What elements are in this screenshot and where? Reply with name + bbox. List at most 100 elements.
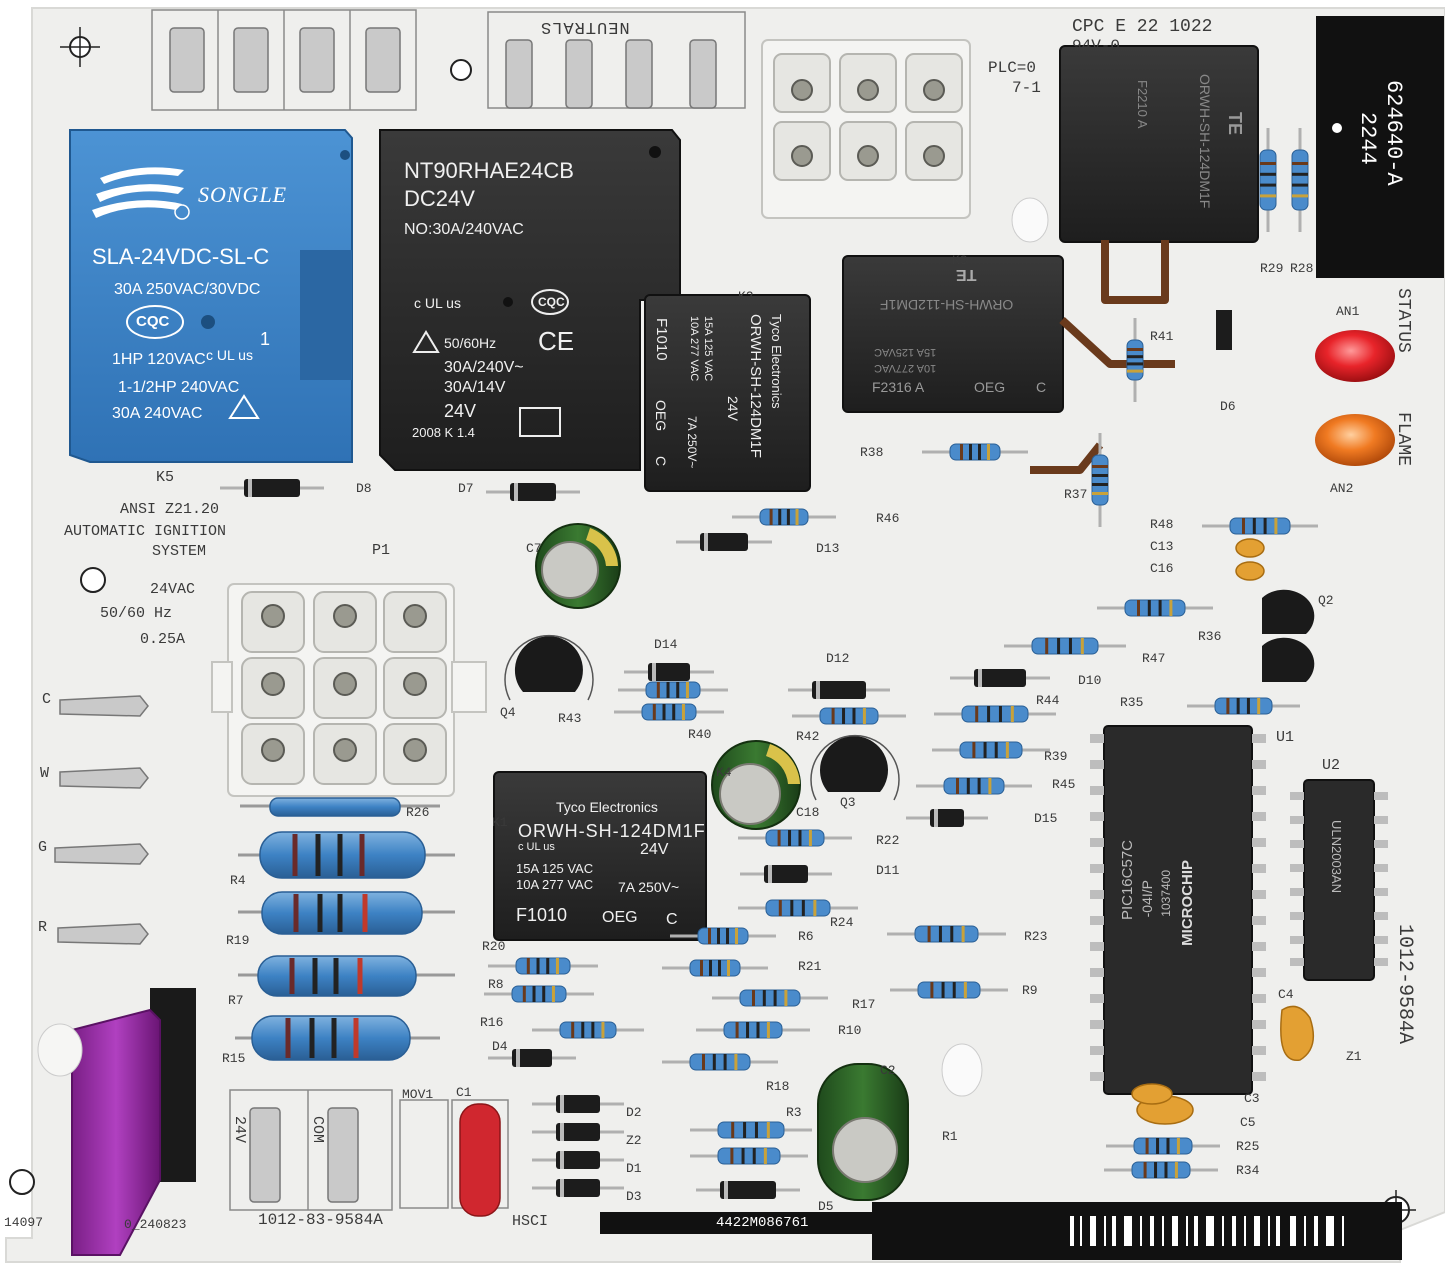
- u1-t4: MICROCHIP: [1179, 860, 1196, 946]
- designator-c7: C7: [526, 541, 542, 556]
- terminal-g-label: G: [38, 839, 48, 856]
- part-date-label: 2244: [1355, 112, 1380, 165]
- designator-r46: R46: [876, 511, 900, 526]
- designator-r8: R8: [488, 977, 504, 992]
- k2-r3: 7A 250V~: [685, 416, 699, 469]
- frequency-label: 50/60 Hz: [100, 605, 173, 622]
- voltage-label: 24VAC: [150, 581, 196, 598]
- designator-c16: C16: [1150, 561, 1174, 576]
- k3-oeg: OEG: [974, 379, 1006, 395]
- k5-rating1: 30A 250VAC/30VDC: [114, 281, 261, 298]
- designator-d2: D2: [626, 1105, 642, 1120]
- designator-d3: D3: [626, 1189, 642, 1204]
- k1-coil: 24V: [640, 841, 669, 858]
- designator-r43: R43: [558, 711, 582, 726]
- k2-r1: 15A 125 VAC: [702, 316, 714, 382]
- designator-r48: R48: [1150, 517, 1174, 532]
- part-number-label: 624640-A: [1381, 80, 1406, 186]
- designator-c2: C2: [880, 1063, 896, 1078]
- designator-r20: R20: [482, 939, 506, 954]
- bottom-left-code: 14097: [4, 1215, 44, 1230]
- nt90-r1: 30A/240V~: [444, 359, 524, 376]
- designator-r35: R35: [1120, 695, 1144, 710]
- designator-k4: K4: [716, 765, 732, 780]
- designator-d8: D8: [356, 481, 372, 496]
- designator-c4: C4: [1278, 987, 1294, 1002]
- designator-z2: Z2: [626, 1133, 642, 1148]
- designator-d15: D15: [1034, 811, 1058, 826]
- designator-r7: R7: [228, 993, 244, 1008]
- cpc-line2: 94V-0: [1072, 37, 1121, 55]
- designator-d12: D12: [826, 651, 850, 666]
- designator-c13: C13: [1150, 539, 1174, 554]
- u1-t2: -04I/P: [1139, 880, 1155, 918]
- u2-t1: ULN2003AN: [1329, 820, 1344, 893]
- k4-code: F2210 A: [1135, 80, 1150, 129]
- mov1-label: MOV1: [402, 1087, 434, 1102]
- k5-brand: SONGLE: [198, 182, 288, 207]
- designator-r36: R36: [1198, 629, 1222, 644]
- designator-r17: R17: [852, 997, 876, 1012]
- auto-ignition-label: AUTOMATIC IGNITION: [64, 523, 227, 540]
- designator-r19: R19: [226, 933, 250, 948]
- designator-d14: D14: [654, 637, 678, 652]
- u1-t3: 1037400: [1159, 870, 1173, 917]
- designator-r1: R1: [942, 1129, 958, 1144]
- cpc-line3: PLC=0: [988, 59, 1037, 77]
- designator-r41: R41: [1150, 329, 1174, 344]
- c1-label: C1: [456, 1085, 472, 1100]
- k5-ul: c UL us: [206, 347, 253, 363]
- terminal-c-label: C: [42, 691, 52, 708]
- terminal-com-label: COM: [309, 1116, 326, 1144]
- designator-r15: R15: [222, 1051, 246, 1066]
- k4-brand: TE: [1225, 112, 1245, 136]
- designator-r16: R16: [480, 1015, 504, 1030]
- cpc-line4: 7-1: [1012, 79, 1041, 97]
- k3-r1: 15A 125VAC: [874, 346, 937, 358]
- nt90-r2: 30A/14V: [444, 379, 506, 396]
- designator-r26: R26: [406, 805, 430, 820]
- nt90-cqc: CQC: [538, 295, 565, 309]
- k5-designator: K5: [156, 469, 175, 486]
- system-label: SYSTEM: [152, 543, 207, 560]
- k1-brand: Tyco Electronics: [556, 799, 658, 815]
- k3-r2: 10A 277VAC: [874, 362, 937, 374]
- k2-oeg: OEG: [653, 400, 669, 432]
- bottom-left-code-2: 0_240823: [124, 1217, 187, 1232]
- k1-r2: 10A 277 VAC: [516, 877, 594, 892]
- nt90-ul: c UL us: [414, 295, 461, 311]
- k2-code: F1010: [653, 318, 670, 361]
- designator-k3: K3: [952, 253, 968, 268]
- k1-c: C: [666, 911, 678, 928]
- designator-d1: D1: [626, 1161, 642, 1176]
- side-board-code: 1012-9584A: [1393, 924, 1416, 1045]
- k1-r3: 7A 250V~: [618, 879, 680, 895]
- terminal-w-label: W: [40, 765, 50, 782]
- designator-r44: R44: [1036, 693, 1060, 708]
- designator-d4: D4: [492, 1039, 508, 1054]
- designator-r3: R3: [786, 1105, 802, 1120]
- designator-q2: Q2: [1318, 593, 1334, 608]
- cpc-line1: CPC E 22 1022: [1072, 17, 1213, 37]
- designator-r38: R38: [860, 445, 884, 460]
- p1-label: P1: [372, 542, 391, 559]
- designator-r45: R45: [1052, 777, 1076, 792]
- designator-c3: C3: [1244, 1091, 1260, 1106]
- k5-pin1: 1: [260, 329, 271, 349]
- k3-brand: TE: [956, 266, 977, 283]
- current-label: 0.25A: [140, 631, 186, 648]
- designator-r34: R34: [1236, 1163, 1260, 1178]
- status-label: STATUS: [1393, 288, 1413, 353]
- k1-oeg: OEG: [602, 909, 638, 926]
- designator-d13: D13: [816, 541, 840, 556]
- designator-r22: R22: [876, 833, 900, 848]
- designator-k1: K1: [492, 815, 508, 830]
- nt90-ce: CE: [538, 326, 575, 356]
- k5-hp1: 1HP 120VAC: [112, 351, 206, 368]
- designator-z1: Z1: [1346, 1049, 1362, 1064]
- designator-k2: K2: [738, 289, 754, 304]
- k2-brand: Tyco Electronics: [769, 314, 784, 409]
- k1-ul: c UL us: [518, 841, 555, 853]
- terminal-24v-label: 24V: [231, 1116, 248, 1144]
